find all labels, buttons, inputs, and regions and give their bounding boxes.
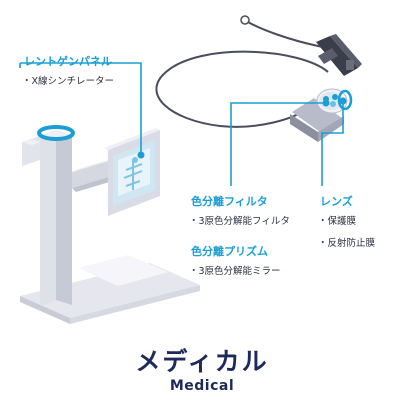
color-filter-title: 色分離フィルタ [191,195,268,208]
category-subtitle: Medical [169,378,235,394]
color-prism-title: 色分離プリズム [191,245,268,258]
endoscope-graphic [155,15,362,142]
lens-title: レンズ [320,195,353,208]
lens-item-protective-film: ・保護膜 [318,216,357,227]
xray-panel-title: レントゲンパネル [24,55,112,68]
leader-lines [19,62,347,186]
xray-panel-item: ・X線シンチレーター [22,76,115,87]
category-title: メディカル [135,347,269,376]
color-filter-item: ・3原色分解能フィルタ [189,216,290,227]
color-prism-item: ・3原色分解能ミラー [189,266,281,277]
lens-item-ar-coating: ・反射防止膜 [318,238,376,249]
xray-panel-graphic [104,128,160,216]
xray-stand [20,125,200,324]
